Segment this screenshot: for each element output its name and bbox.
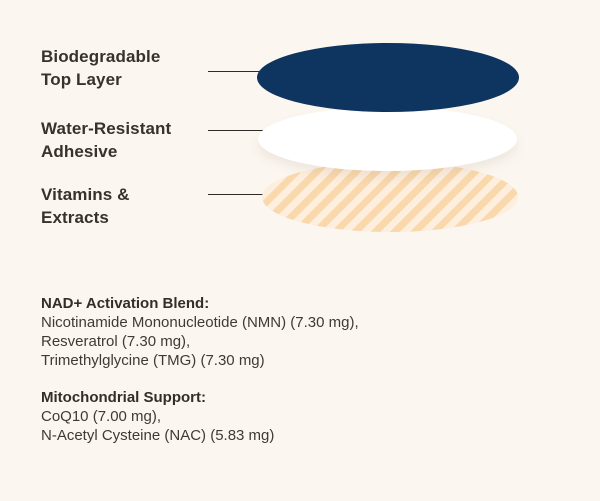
ingredients-section: NAD+ Activation Blend: Nicotinamide Mono… [41,294,521,463]
label-line: Adhesive [41,142,118,161]
vitamins-layer-ellipse [262,162,518,232]
blend-ingredient: Nicotinamide Mononucleotide (NMN) (7.30 … [41,314,359,331]
leader-line-adhesive [208,130,264,131]
label-line: Top Layer [41,70,122,89]
label-water-resistant-adhesive: Water-Resistant Adhesive [41,117,171,163]
blend-title: Mitochondrial Support: [41,389,206,406]
label-vitamins-extracts: Vitamins & Extracts [41,183,130,229]
blend-ingredient: CoQ10 (7.00 mg), [41,408,162,425]
label-biodegradable-top-layer: Biodegradable Top Layer [41,45,160,91]
label-line: Biodegradable [41,47,161,66]
nad-activation-blend: NAD+ Activation Blend: Nicotinamide Mono… [41,294,521,370]
adhesive-layer-ellipse [258,107,517,171]
leader-line-vitamins [208,194,268,195]
leader-line-top-layer [208,71,268,72]
label-line: Extracts [41,208,109,227]
blend-ingredient: Trimethylglycine (TMG) (7.30 mg) [41,352,265,369]
label-line: Vitamins & [41,185,130,204]
blend-ingredient: N-Acetyl Cysteine (NAC) (5.83 mg) [41,427,275,444]
blend-title: NAD+ Activation Blend: [41,295,210,312]
top-layer-ellipse [257,43,519,112]
label-line: Water-Resistant [41,119,172,138]
mitochondrial-support-blend: Mitochondrial Support: CoQ10 (7.00 mg), … [41,388,521,445]
blend-ingredient: Resveratrol (7.30 mg), [41,333,191,350]
